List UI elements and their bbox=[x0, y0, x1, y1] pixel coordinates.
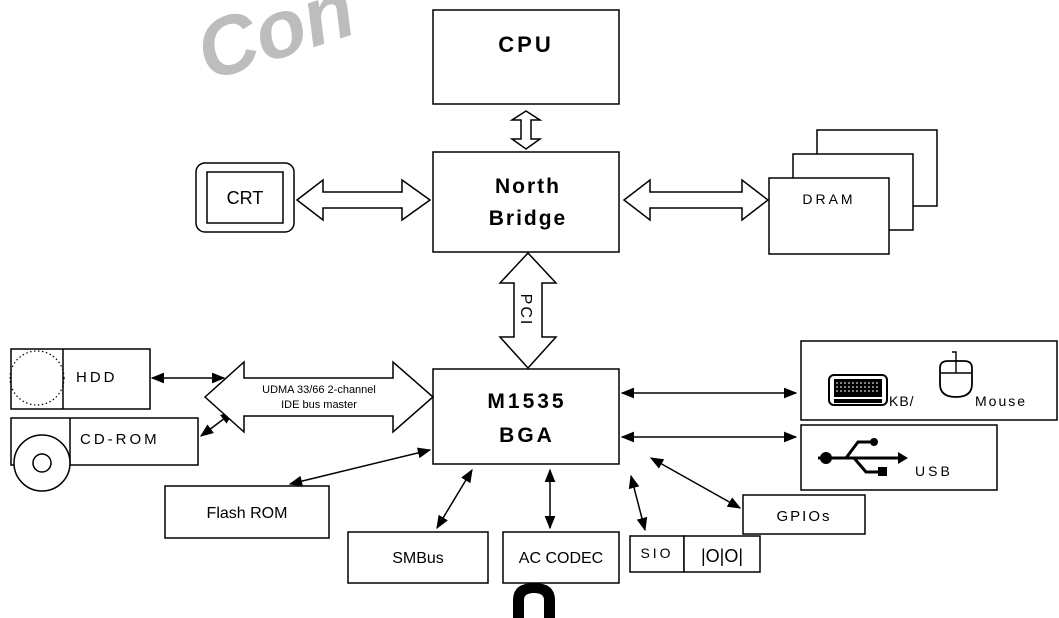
north-bridge-label-1: North bbox=[495, 175, 561, 198]
cpu-bus-arrow bbox=[509, 110, 543, 150]
ac-codec-label: AC CODEC bbox=[519, 550, 603, 567]
flash-rom-label: Flash ROM bbox=[207, 505, 288, 522]
watermark-text: Con bbox=[186, 0, 366, 99]
smbus-label: SMBus bbox=[392, 550, 444, 567]
crt-label: CRT bbox=[227, 188, 264, 208]
crt-monitor: CRT bbox=[195, 162, 295, 233]
crt-bus-arrow bbox=[295, 178, 432, 222]
cpu-block: CPU bbox=[432, 9, 620, 105]
usb-icon bbox=[818, 438, 908, 476]
sio-link-arrow bbox=[628, 474, 648, 532]
north-bridge-block: North Bridge bbox=[432, 151, 620, 253]
usb-label: USB bbox=[915, 463, 953, 479]
pci-bus-arrow bbox=[498, 251, 558, 370]
sio-label: SIO bbox=[640, 545, 673, 561]
keyboard-icon bbox=[828, 374, 888, 406]
ide-bus-arrow bbox=[203, 360, 435, 434]
hdd-block: HDD bbox=[9, 348, 151, 410]
usb-block: USB bbox=[800, 424, 998, 491]
south-bridge-label-2: BGA bbox=[499, 424, 555, 447]
sio-block: SIO |O|O| bbox=[629, 535, 761, 573]
north-bridge-label-2: Bridge bbox=[489, 207, 568, 230]
dram-bus-arrow bbox=[622, 178, 770, 222]
sio-port-label: |O|O| bbox=[701, 546, 743, 566]
mouse-label: Mouse bbox=[975, 393, 1027, 409]
south-bridge-label-1: M1535 bbox=[487, 390, 566, 413]
smbus-link-arrow bbox=[436, 468, 473, 530]
disk-icon bbox=[9, 350, 65, 406]
mouse-icon bbox=[939, 351, 973, 398]
gpios-label: GPIOs bbox=[776, 508, 831, 525]
smbus-block: SMBus bbox=[347, 531, 489, 584]
gpios-link-arrow bbox=[649, 457, 742, 509]
flash-rom-link-arrow bbox=[288, 447, 432, 487]
ide-label-1: UDMA 33/66 2-channel bbox=[262, 384, 376, 396]
ac-codec-block: AC CODEC bbox=[502, 531, 620, 584]
dram-label: DRAM bbox=[802, 191, 855, 207]
gpios-block: GPIOs bbox=[742, 494, 866, 535]
headphone-icon bbox=[513, 583, 555, 618]
cdrom-block: CD-ROM bbox=[10, 417, 199, 492]
ide-label-2: IDE bus master bbox=[281, 399, 357, 411]
cdrom-label: CD-ROM bbox=[80, 431, 160, 448]
hdd-label: HDD bbox=[76, 369, 118, 386]
kb-label: KB/ bbox=[889, 393, 915, 409]
cpu-label: CPU bbox=[498, 32, 553, 57]
dram-block: DRAM bbox=[768, 129, 938, 255]
pci-label: PCI bbox=[517, 294, 534, 327]
south-bridge-block: M1535 BGA bbox=[432, 368, 620, 465]
kb-mouse-block: KB/ Mouse bbox=[800, 340, 1058, 421]
flash-rom-block: Flash ROM bbox=[164, 485, 330, 539]
